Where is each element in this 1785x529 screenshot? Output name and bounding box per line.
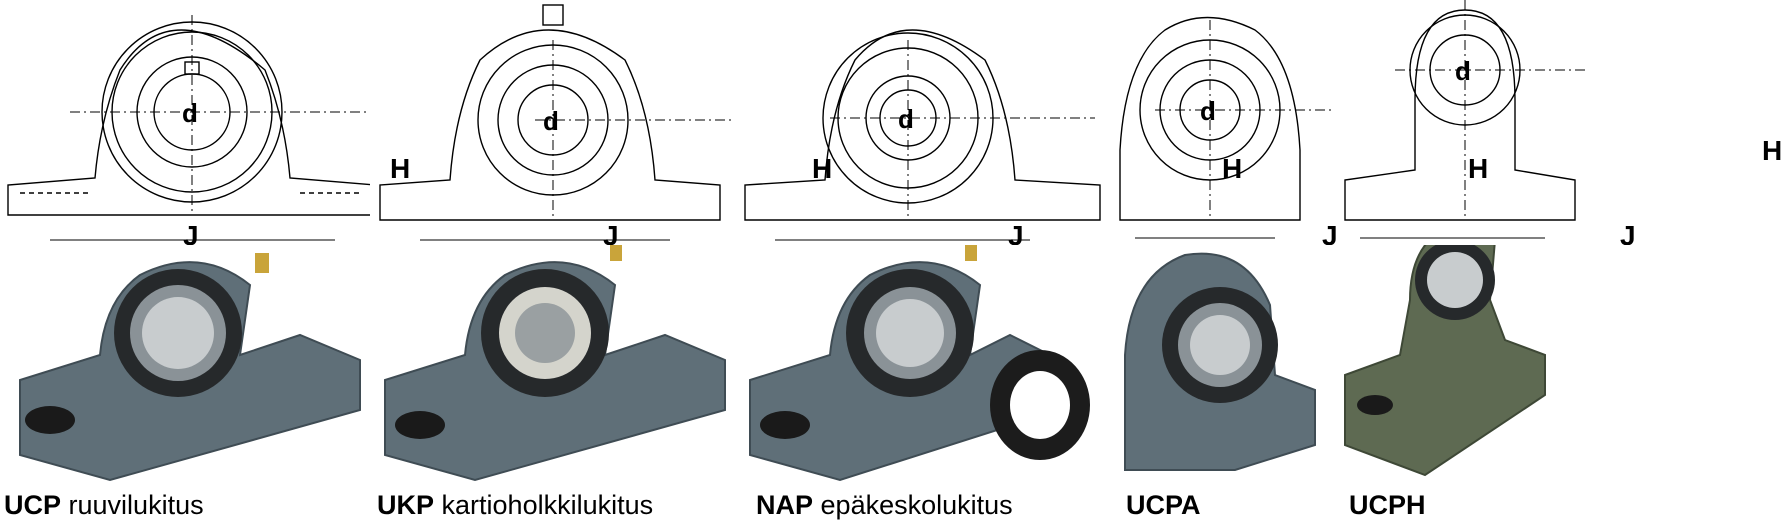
ucph-product-photo [1344,245,1546,477]
ucpa-code: UCPA [1126,490,1201,520]
ucp-product-photo [19,253,361,482]
ucp-bore-label: d [182,98,198,128]
ucp-desc: ruuvilukitus [68,490,204,520]
nap-desc: epäkeskolukitus [820,490,1013,520]
ucph-caption: UCPH [1349,490,1426,521]
ucpa-product-photo [1124,252,1316,471]
ucp-technical-drawing: d [7,15,370,241]
ucph-code: UCPH [1349,490,1426,520]
ukp-code: UKP [377,490,435,520]
product-panel-ukp: d UKP kartioholkkilukitus [375,0,750,529]
ukp-desc: kartioholkkilukitus [441,490,654,520]
nap-code: NAP [756,490,814,520]
ukp-caption: UKP kartioholkkilukitus [377,490,653,521]
ukp-product-photo [384,245,726,482]
nap-product-photo [749,245,1090,482]
product-panel-ucph: d UCPH [1335,0,1585,529]
nap-caption: NAP epäkeskolukitus [756,490,1013,521]
product-panel-nap: d NAP epäkeskolukitus [740,0,1115,529]
ucpa-caption: UCPA [1126,490,1201,521]
ucph-bore-label: d [1455,56,1471,86]
ucph-spacing-label: J [1620,220,1636,245]
product-panel-ucpa: d UCPA [1115,0,1335,529]
nap-bore-label: d [898,104,914,134]
ukp-technical-drawing: d [379,4,735,241]
ucph-height-label: H [1762,135,1782,166]
product-panel-ucp: d UCP ruuvilukitus [0,0,370,529]
ucph-technical-drawing: d [1344,0,1585,239]
ucpa-bore-label: d [1200,96,1216,126]
nap-technical-drawing: d [744,29,1101,241]
ukp-bore-label: d [543,106,559,136]
ucpa-technical-drawing: d [1119,16,1335,239]
ucp-caption: UCP ruuvilukitus [4,490,204,521]
ucp-code: UCP [4,490,62,520]
